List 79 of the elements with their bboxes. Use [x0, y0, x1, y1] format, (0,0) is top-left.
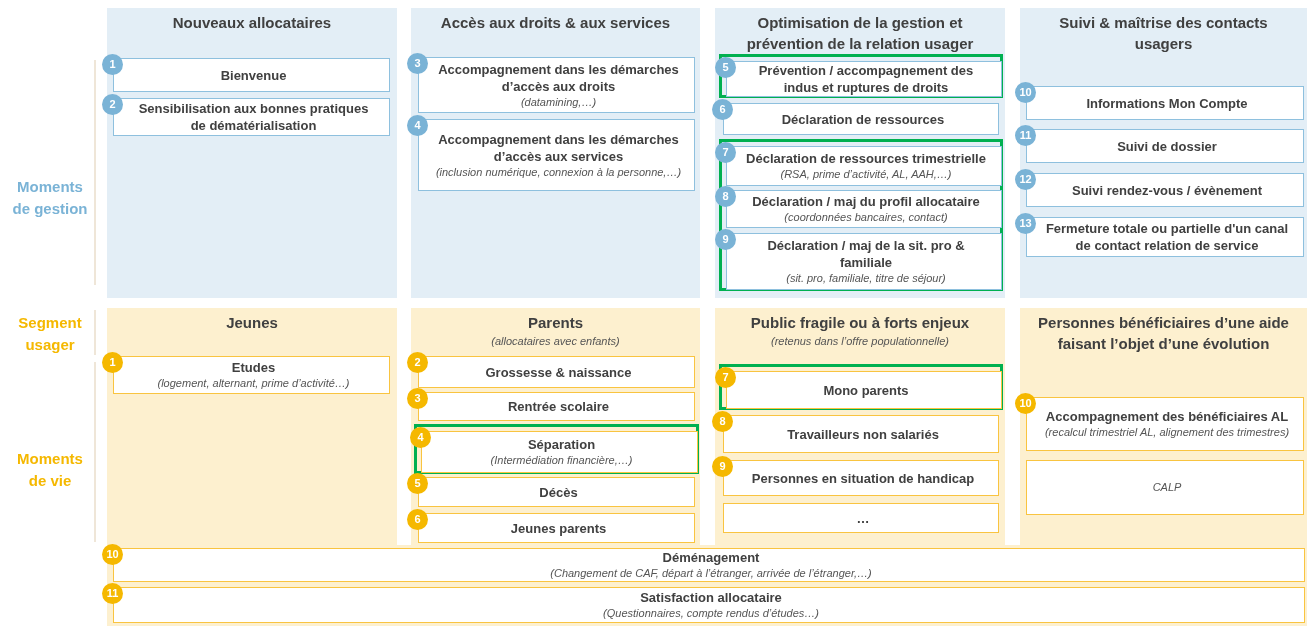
column-panel: [715, 308, 1005, 545]
number-badge: 1: [102, 54, 123, 75]
item-box: [723, 503, 999, 533]
number-badge: 9: [715, 229, 736, 250]
item-detail: (recalcul trimestriel AL, alignement des trimestres): [1044, 425, 1290, 440]
column-title: Nouveaux allocataires: [172, 13, 332, 33]
item-detail: (RSA, prime d’activité, AL, AAH,…): [780, 167, 952, 182]
item-box: [1026, 460, 1304, 515]
item-detail: (sit. pro, familiale, titre de séjour): [786, 271, 946, 286]
column-title: Jeunes: [226, 313, 278, 333]
column-panel: [715, 8, 1005, 298]
row-label: Moments de vie: [16, 449, 84, 491]
item-title: Personnes en situation de handicap: [751, 469, 975, 487]
number-badge: 5: [715, 57, 736, 78]
number-badge: 10: [1015, 82, 1036, 103]
item-title: Suivi rendez-vous / évènement: [1072, 181, 1262, 199]
item-title: Satisfaction allocataire: [640, 589, 782, 606]
item-title: Séparation: [527, 436, 596, 453]
number-badge: 5: [407, 473, 428, 494]
item-title: Déménagement: [662, 549, 760, 566]
item-detail: (inclusion numérique, connexion à la personne,…): [435, 164, 682, 180]
item-title: …: [856, 509, 870, 527]
number-badge: 12: [1015, 169, 1036, 190]
number-badge: 4: [407, 115, 428, 136]
item-title: Fermeture totale ou partielle d'un canal de contact relation de service: [1044, 220, 1290, 254]
item-detail: (datamining,…): [520, 94, 597, 110]
number-badge: 1: [102, 352, 123, 373]
item-title: Mono parents: [823, 381, 909, 399]
item-title: Jeunes parents: [510, 519, 607, 537]
number-badge: 7: [715, 367, 736, 388]
item-detail: (logement, alternant, prime d’activité…): [157, 376, 350, 391]
item-title: Déclaration / maj de la sit. pro & familiale: [766, 237, 966, 271]
number-badge: 8: [712, 411, 733, 432]
column-title: Personnes bénéficiaires d’une aide faisant l’objet d’une évolution: [1037, 313, 1290, 354]
column-title: Suivi & maîtrise des contacts usagers: [1058, 13, 1269, 54]
number-badge: 3: [407, 388, 428, 409]
number-badge: 2: [407, 352, 428, 373]
column-title: Parents: [528, 313, 583, 333]
item-title: Rentrée scolaire: [507, 398, 610, 415]
number-badge: 7: [715, 142, 736, 163]
number-badge: 3: [407, 53, 428, 74]
item-detail: (Questionnaires, compte rendus d’études…): [603, 606, 819, 621]
column-title: Public fragile ou à forts enjeux: [750, 313, 970, 333]
item-title: Prévention / accompagnement des indus et ruptures de droits: [757, 62, 975, 96]
number-badge: 13: [1015, 213, 1036, 234]
item-title: Bienvenue: [220, 66, 287, 84]
item-title: Etudes: [231, 359, 276, 376]
row-label: Segment usager: [17, 313, 83, 355]
item-title: Accompagnement des bénéficiaires AL: [1045, 408, 1289, 425]
number-badge: 9: [712, 456, 733, 477]
item-title: Déclaration de ressources trimestrielle: [746, 150, 986, 167]
item-title: Grossesse & naissance: [485, 363, 632, 381]
item-title: Déclaration de ressources: [781, 110, 945, 128]
column-subtitle: (retenus dans l’offre populationnelle): [771, 334, 949, 349]
item-detail: (coordonnées bancaires, contact): [784, 210, 948, 225]
item-title: Travailleurs non salariés: [787, 425, 939, 443]
column-title: Optimisation de la gestion et prévention de la relation usager: [745, 13, 975, 54]
item-title: Accompagnement dans les démarches d’accès aux services: [437, 130, 680, 165]
number-badge: 2: [102, 94, 123, 115]
number-badge: 10: [102, 544, 123, 565]
item-detail: (Changement de CAF, départ à l’étranger, arrivée de l’étranger,…): [550, 566, 872, 581]
number-badge: 10: [1015, 393, 1036, 414]
number-badge: 4: [410, 427, 431, 448]
number-badge: 11: [102, 583, 123, 604]
number-badge: 11: [1015, 125, 1036, 146]
column-subtitle: (allocataires avec enfants): [491, 334, 620, 349]
number-badge: 6: [712, 99, 733, 120]
item-title: Informations Mon Compte: [1086, 94, 1248, 112]
item-detail: (Intermédiation financière,…): [490, 453, 633, 468]
item-title: Décès: [539, 483, 578, 501]
row-label: Moments de gestion: [12, 177, 88, 219]
item-title: Déclaration / maj du profil allocataire: [752, 193, 980, 210]
item-title: Accompagnement dans les démarches d’accès aux droits: [437, 60, 680, 95]
number-badge: 6: [407, 509, 428, 530]
column-title: Accès aux droits & aux services: [440, 13, 671, 33]
item-title: CALP: [1152, 480, 1182, 495]
number-badge: 8: [715, 186, 736, 207]
item-title: Sensibilisation aux bonnes pratiques de dématérialisation: [137, 100, 370, 134]
item-title: Suivi de dossier: [1117, 137, 1217, 155]
